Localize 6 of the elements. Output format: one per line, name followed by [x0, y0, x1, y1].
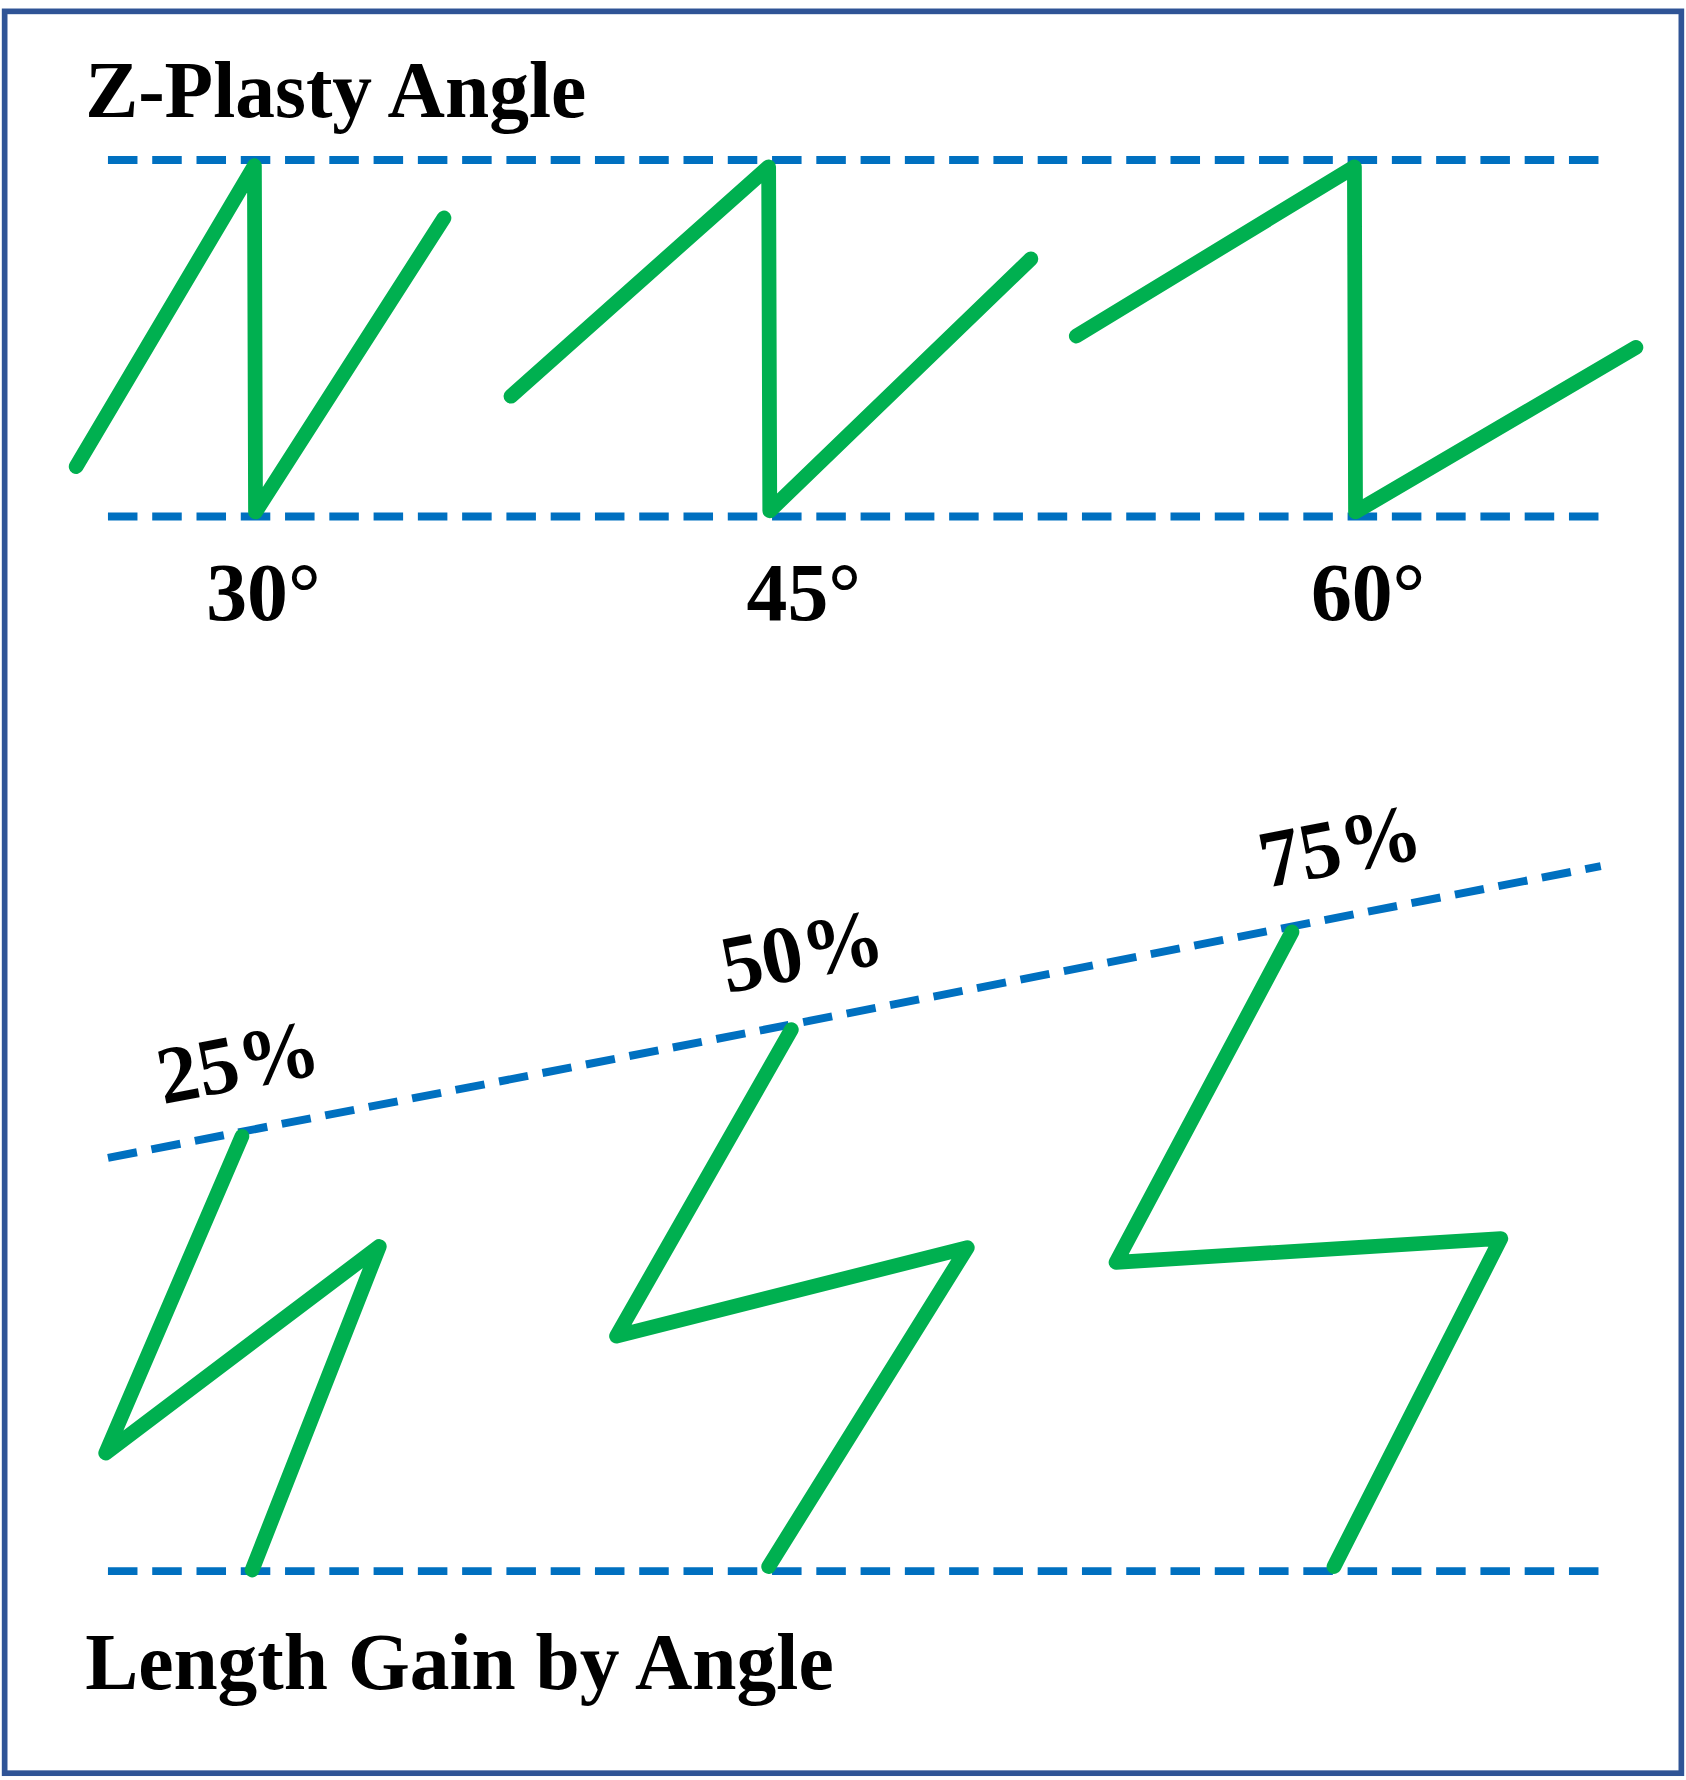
- length-gain-label: 50%: [713, 895, 890, 1008]
- length-gain-label: 75%: [1251, 790, 1428, 902]
- length-gain-label: 25%: [150, 1005, 327, 1118]
- angle-label: 60°: [1310, 551, 1426, 634]
- angle-label: 45°: [746, 551, 862, 634]
- angle-label: 30°: [206, 551, 321, 634]
